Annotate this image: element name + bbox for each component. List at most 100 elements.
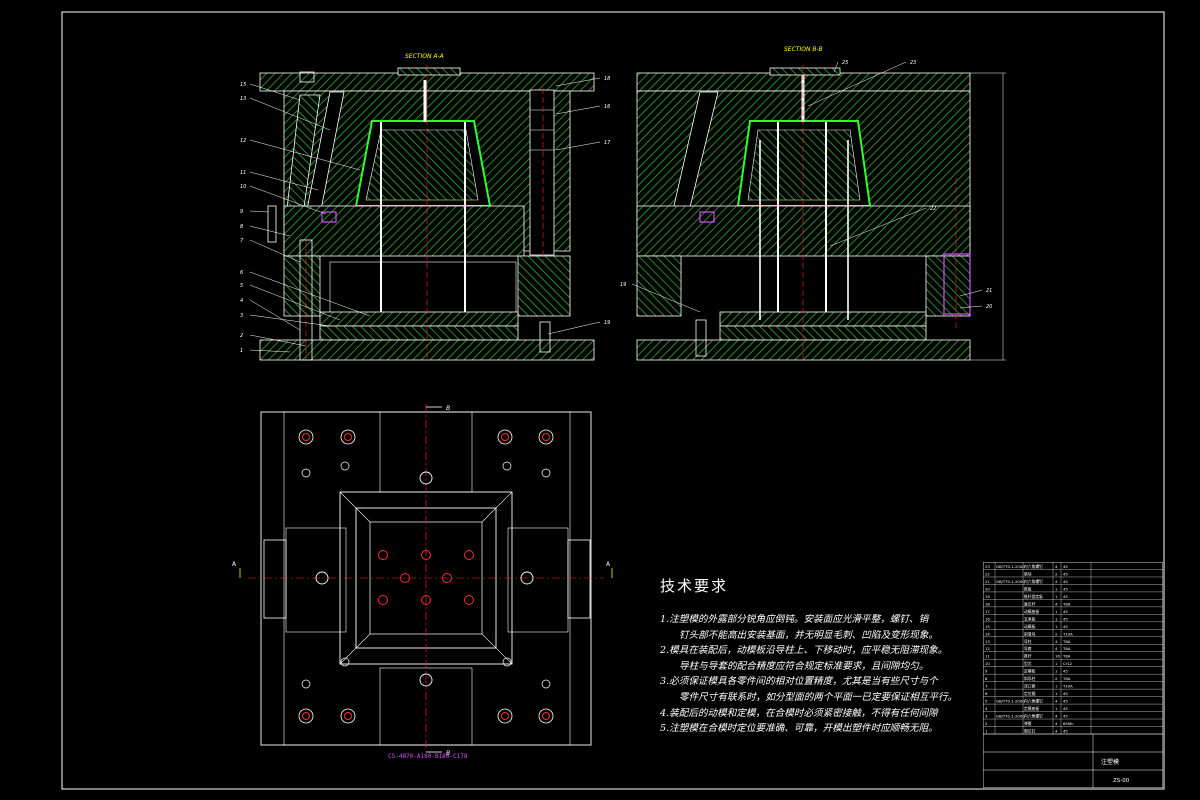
bom-cell: 45 xyxy=(1063,706,1068,711)
balloon-label: 5 xyxy=(240,283,243,289)
ejector-hole xyxy=(400,573,410,583)
bom-cell: 16 xyxy=(985,616,990,621)
bom-cell: T8A xyxy=(1062,639,1071,644)
bom-cell: 浇口套 xyxy=(1024,684,1036,689)
bom-cell: 45 xyxy=(1063,714,1068,719)
plan-cut-label-b-top: B xyxy=(446,405,450,412)
bom-cell: 复位杆 xyxy=(1024,601,1036,606)
bom-cell: T10A xyxy=(1062,631,1073,636)
bom-cell: 定模座板 xyxy=(1024,706,1039,711)
bom-cell: 19 xyxy=(985,594,990,599)
bom-cell: 1 xyxy=(1055,594,1058,599)
bom-cell: 8 xyxy=(985,676,988,681)
note-line: 2.模具在装配后，动模板沿导柱上、下移动时，应平稳无阻滞现象。 xyxy=(660,645,948,657)
note-line: 1.注塑模的外露部分锐角应倒钝。安装面应光滑平整，螺钉、销 xyxy=(660,614,929,625)
bom-cell: 1 xyxy=(1055,616,1058,621)
bom-cell: 45 xyxy=(1063,579,1068,584)
bom-cell: 定模板 xyxy=(1024,669,1036,674)
bom-cell: 45 xyxy=(1063,616,1068,621)
bom-cell: GB/T70.1-2000 xyxy=(996,564,1025,569)
bom-cell: T8A xyxy=(1062,646,1071,651)
balloon-label: 11 xyxy=(240,170,246,176)
bom-cell: 9 xyxy=(985,669,988,674)
balloon-label: 19 xyxy=(620,282,626,288)
bom-cell: 弹簧 xyxy=(1024,721,1032,726)
balloon-label: 4 xyxy=(240,298,243,304)
balloon-label: 23 xyxy=(910,60,916,66)
note-line: 5.注塑模在合模时定位要准确、可靠，开模出塑件时应顺畅无阻。 xyxy=(660,723,938,735)
bom-cell: 12 xyxy=(985,646,990,651)
bom-cell: 内六角螺钉 xyxy=(1024,714,1043,719)
bom-cell: 1 xyxy=(1055,609,1058,614)
bom-cell: 1 xyxy=(1055,661,1058,666)
bolt-hole xyxy=(344,433,352,441)
bom-cell: 5 xyxy=(985,699,988,704)
bom-cell: 1 xyxy=(1055,706,1058,711)
bom-cell: 21 xyxy=(985,579,990,584)
ejector-hole xyxy=(421,595,431,605)
sheet-border xyxy=(61,11,1165,790)
bom-cell: 4 xyxy=(1055,639,1058,644)
bom-cell: 支承板 xyxy=(1024,616,1036,621)
bom-cell: GB/T70.1-2000 xyxy=(996,699,1025,704)
balloon-label: 7 xyxy=(240,238,244,244)
bom-cell: Cr12 xyxy=(1063,661,1073,666)
bom-cell: 17 xyxy=(985,609,990,614)
guide-hole xyxy=(520,571,534,585)
balloon-label: 6 xyxy=(240,270,243,276)
pin-hole xyxy=(301,679,311,689)
bom-cell: 4 xyxy=(1055,714,1058,719)
balloon-label: 22 xyxy=(930,206,936,212)
section-a-view: SECTION A-A xyxy=(259,53,595,362)
section-b-view: SECTION B-B xyxy=(636,46,1006,362)
bom-cell: 1 xyxy=(1055,691,1058,696)
drawing-number: ZS-00 xyxy=(1113,778,1130,784)
bom-cell: 45 xyxy=(1063,571,1068,576)
bolt-hole xyxy=(298,708,314,724)
balloon-label: 2 xyxy=(240,333,243,339)
ejector-hole xyxy=(421,550,431,560)
bom-cell: 内六角螺钉 xyxy=(1024,699,1043,704)
bom-cell: T8A xyxy=(1062,601,1071,606)
ejector-hole xyxy=(378,595,388,605)
bom-cell: 45 xyxy=(1063,586,1068,591)
bom-cell: 垫块 xyxy=(1024,571,1032,576)
ejector-hole xyxy=(442,573,452,583)
balloon-label: 13 xyxy=(240,96,246,102)
bom-cell: 45 xyxy=(1063,699,1068,704)
bom-cell: 1 xyxy=(1055,586,1058,591)
bom-cell: 45 xyxy=(1063,729,1068,734)
bom-cell: 22 xyxy=(985,571,990,576)
bom-cell: 20 xyxy=(985,586,990,591)
balloon-label: 9 xyxy=(240,209,243,215)
bom-cell: 推杆 xyxy=(1024,654,1032,659)
bom-cell: 动模板 xyxy=(1024,624,1036,629)
bom-cell: 导套 xyxy=(1024,646,1032,651)
bom-cell: 2 xyxy=(1055,631,1058,636)
plan-caption: CS-4870-A180-B180-C178 xyxy=(388,753,468,760)
pin-hole xyxy=(340,657,350,667)
plan-cut-label-b-bottom: B xyxy=(446,750,450,757)
bom-cell: 4 xyxy=(1055,721,1058,726)
bom-cell: 4 xyxy=(985,706,988,711)
bom-cell: 斜导柱 xyxy=(1024,676,1036,681)
bom-cell: 45 xyxy=(1063,594,1068,599)
bom-cell: 推板 xyxy=(1024,586,1032,591)
balloon-label: 8 xyxy=(240,224,243,230)
bom-cell: 1 xyxy=(1055,669,1058,674)
balloon-label: 18 xyxy=(604,76,610,82)
bom-cell: T8A xyxy=(1062,676,1071,681)
bom-cell: 45 xyxy=(1063,669,1068,674)
balloon-label: 1 xyxy=(240,348,243,354)
bom-cell: 3 xyxy=(985,714,988,719)
bom-cell: 16 xyxy=(1055,654,1060,659)
pin-hole xyxy=(301,468,311,478)
bom-cell: 定位圈 xyxy=(1024,691,1036,696)
section-b-title: SECTION B-B xyxy=(784,46,823,53)
guide-hole xyxy=(419,673,433,687)
balloon-label: 21 xyxy=(986,288,992,294)
bom-cell: 推杆固定板 xyxy=(1024,594,1043,599)
bolt-hole xyxy=(340,429,356,445)
